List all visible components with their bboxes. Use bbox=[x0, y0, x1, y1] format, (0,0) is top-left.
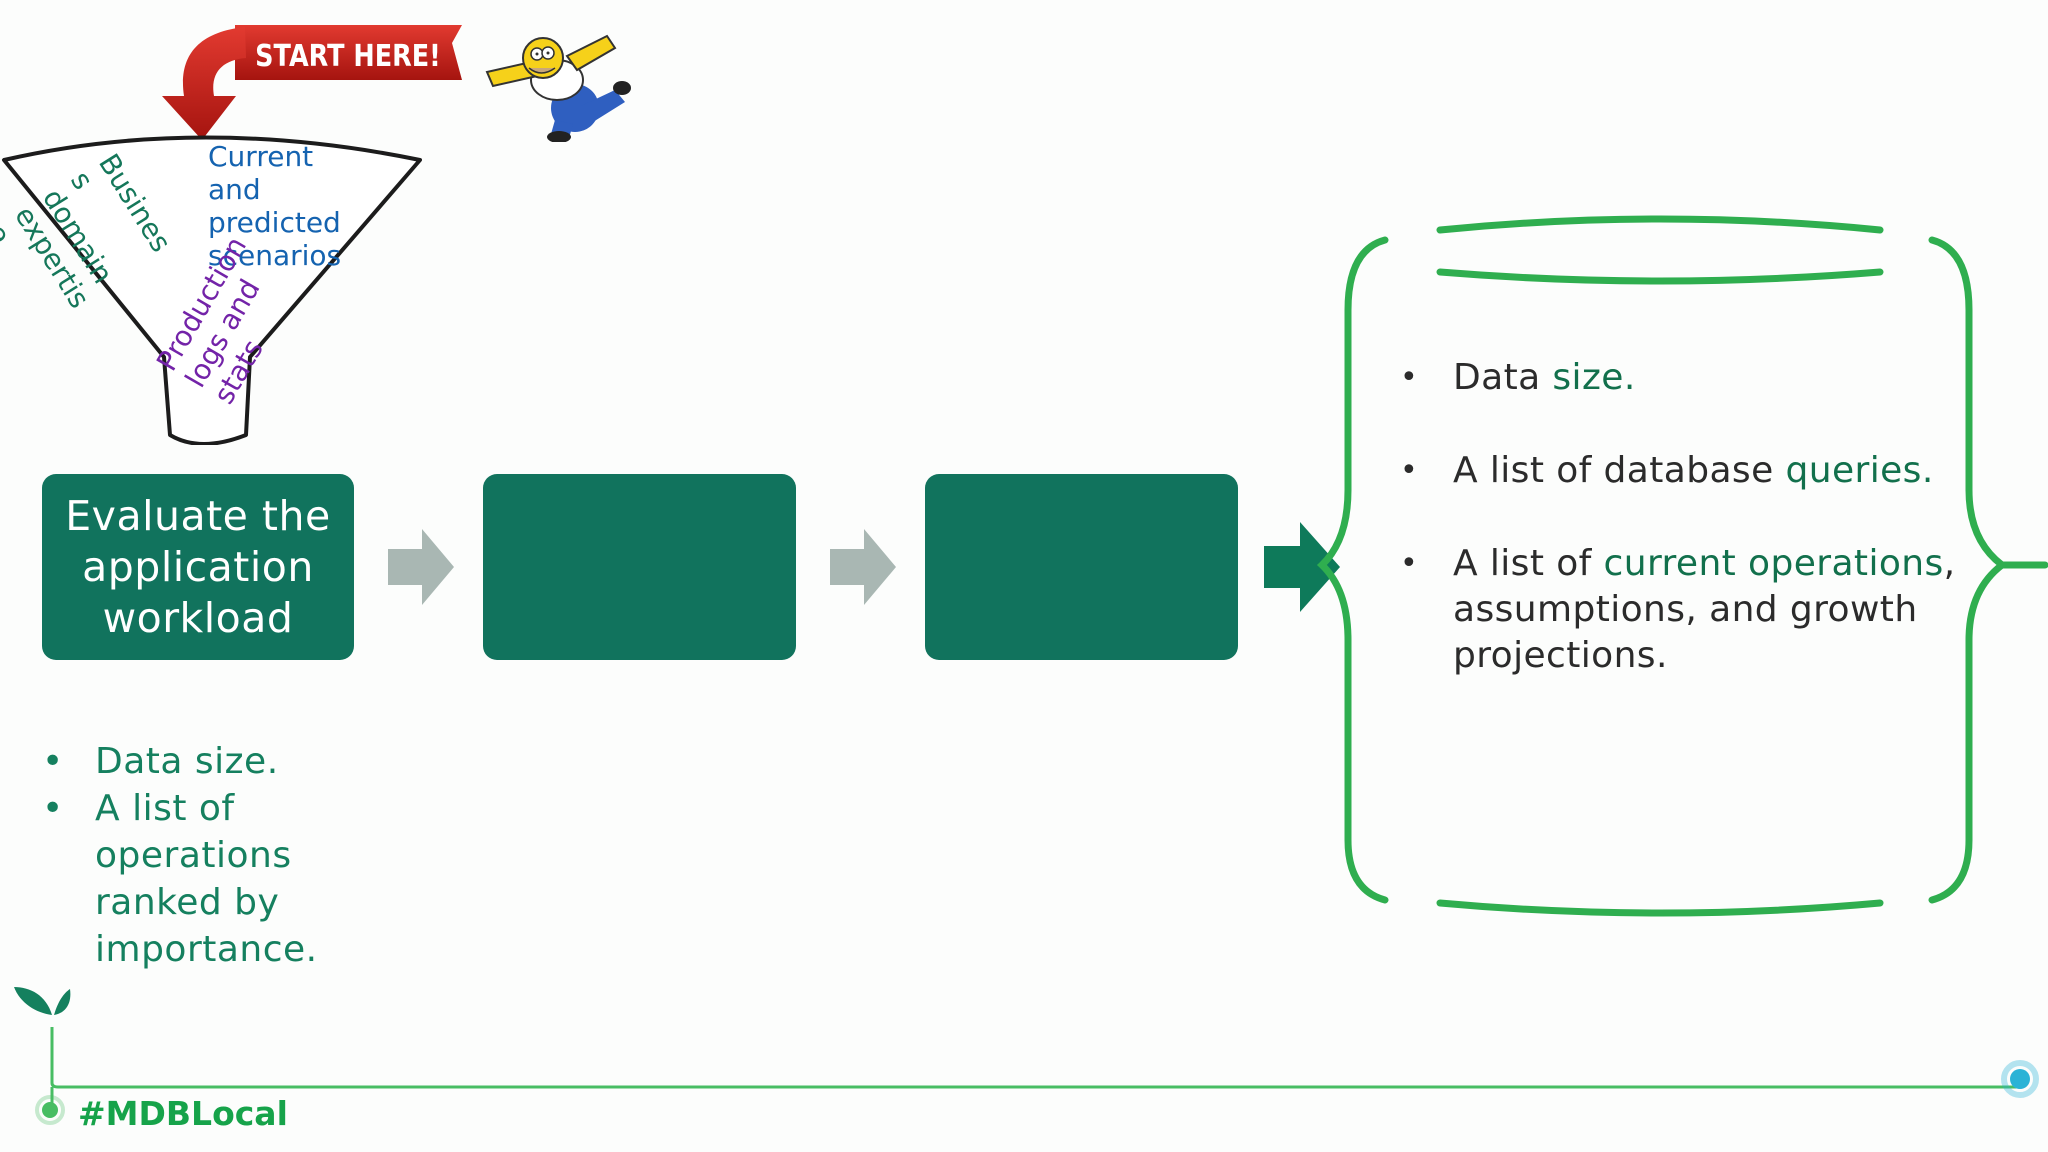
text-segment: Data bbox=[1453, 357, 1553, 398]
start-here-banner: START HERE! bbox=[162, 25, 462, 140]
text-segment: , assumptions, and growth projections. bbox=[1453, 543, 1956, 676]
step-title: Evaluate the application workload bbox=[65, 491, 331, 642]
highlight-text: size bbox=[1552, 357, 1624, 398]
footer-timeline bbox=[14, 987, 2039, 1125]
highlight-text: queries bbox=[1785, 450, 1922, 491]
list-item: Data size. bbox=[40, 738, 320, 785]
funnel-label-scenarios: Current and predicted scenarios bbox=[208, 140, 342, 272]
list-item: A list of operations ranked by importanc… bbox=[40, 785, 320, 973]
text-segment: A list of bbox=[1453, 543, 1604, 584]
highlight-text: current operations bbox=[1603, 543, 1944, 584]
list-item: A list of database queries. bbox=[1400, 448, 1960, 494]
left-bullet-list: Data size. A list of operations ranked b… bbox=[40, 738, 320, 973]
right-bullet-list: Data size. A list of database queries. A… bbox=[1400, 355, 1960, 726]
list-item: A list of current operations, assumption… bbox=[1400, 541, 1960, 679]
brace-group bbox=[1316, 215, 2048, 917]
start-here-text: START HERE! bbox=[255, 38, 441, 74]
text-segment: . bbox=[1623, 357, 1636, 398]
step-three bbox=[925, 474, 1238, 660]
arrow-right-icon bbox=[830, 529, 896, 605]
arrow-right-icon bbox=[1264, 522, 1340, 612]
text-segment: A list of database bbox=[1453, 450, 1786, 491]
step-evaluate-workload: Evaluate the application workload bbox=[42, 474, 354, 660]
arrow-right-icon bbox=[388, 529, 454, 605]
list-item: Data size. bbox=[1400, 355, 1960, 401]
cartoon-character-icon bbox=[485, 34, 631, 142]
funnel-shape bbox=[2, 135, 422, 445]
step-two bbox=[483, 474, 796, 660]
text-segment: . bbox=[1921, 450, 1934, 491]
hashtag-label: #MDBLocal bbox=[78, 1094, 288, 1133]
